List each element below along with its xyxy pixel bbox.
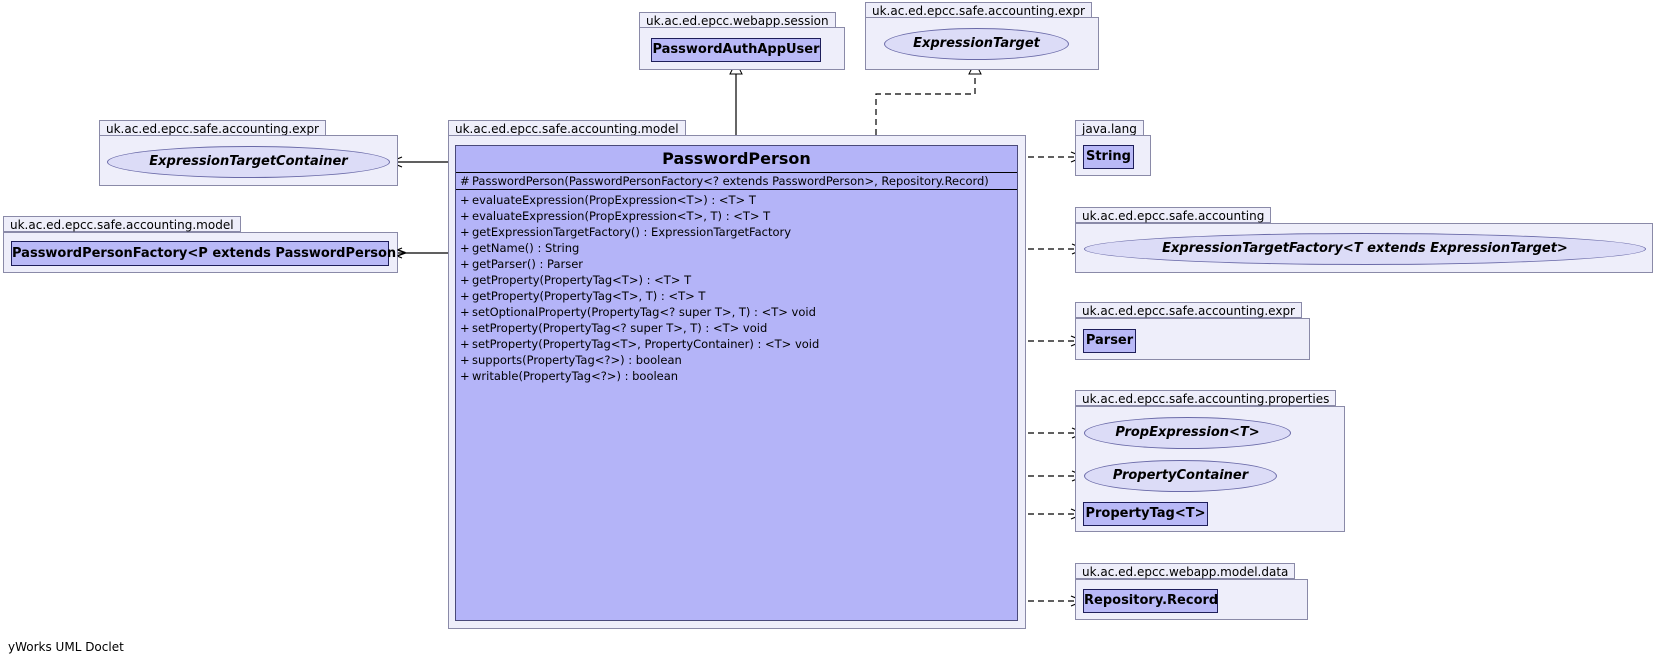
interface-expression-target-container[interactable]: ExpressionTargetContainer — [107, 146, 390, 178]
method-row: +writable(PropertyTag<?>) : boolean — [456, 368, 1017, 384]
class-parser[interactable]: Parser — [1083, 329, 1136, 353]
method-signature: evaluateExpression(PropExpression<T>, T)… — [472, 209, 771, 223]
class-string[interactable]: String — [1083, 145, 1134, 169]
visibility-marker: + — [460, 337, 470, 351]
class-repository-record[interactable]: Repository.Record — [1083, 589, 1218, 613]
method-row: +getProperty(PropertyTag<T>, T) : <T> T — [456, 288, 1017, 304]
visibility-marker: # — [460, 174, 470, 188]
class-property-tag[interactable]: PropertyTag<T> — [1083, 502, 1208, 526]
method-row: +getParser() : Parser — [456, 256, 1017, 272]
method-row: +evaluateExpression(PropExpression<T>) :… — [456, 192, 1017, 208]
visibility-marker: + — [460, 273, 470, 287]
package-tab-accounting: uk.ac.ed.epcc.safe.accounting — [1075, 207, 1272, 223]
interface-expression-target-factory[interactable]: ExpressionTargetFactory<T extends Expres… — [1084, 233, 1646, 265]
method-list: +evaluateExpression(PropExpression<T>) :… — [456, 190, 1017, 384]
method-signature: supports(PropertyTag<?>) : boolean — [472, 353, 682, 367]
class-password-person-factory[interactable]: PasswordPersonFactory<P extends Password… — [11, 241, 407, 266]
constructor-signature: PasswordPerson(PasswordPersonFactory<? e… — [472, 174, 989, 188]
visibility-marker: + — [460, 193, 470, 207]
method-row: +setProperty(PropertyTag<T>, PropertyCon… — [456, 336, 1017, 352]
method-row: +setOptionalProperty(PropertyTag<? super… — [456, 304, 1017, 320]
package-tab-expr-left: uk.ac.ed.epcc.safe.accounting.expr — [99, 120, 326, 136]
package-tab-expr-top: uk.ac.ed.epcc.safe.accounting.expr — [865, 2, 1092, 18]
constructor-row: #PasswordPerson(PasswordPersonFactory<? … — [456, 173, 1017, 190]
visibility-marker: + — [460, 225, 470, 239]
visibility-marker: + — [460, 353, 470, 367]
implements-edge — [875, 62, 975, 145]
method-signature: getProperty(PropertyTag<T>) : <T> T — [472, 273, 692, 287]
method-signature: evaluateExpression(PropExpression<T>) : … — [472, 193, 756, 207]
visibility-marker: + — [460, 305, 470, 319]
package-tab-model-main: uk.ac.ed.epcc.safe.accounting.model — [448, 120, 686, 136]
method-signature: setProperty(PropertyTag<? super T>, T) :… — [472, 321, 768, 335]
visibility-marker: + — [460, 257, 470, 271]
method-row: +getProperty(PropertyTag<T>) : <T> T — [456, 272, 1017, 288]
package-tab-properties: uk.ac.ed.epcc.safe.accounting.properties — [1075, 390, 1337, 406]
method-signature: getName() : String — [472, 241, 580, 255]
method-row: +supports(PropertyTag<?>) : boolean — [456, 352, 1017, 368]
package-tab-webapp-session: uk.ac.ed.epcc.webapp.session — [639, 12, 836, 28]
method-signature: setOptionalProperty(PropertyTag<? super … — [472, 305, 816, 319]
class-password-person[interactable]: PasswordPerson #PasswordPerson(PasswordP… — [455, 145, 1018, 621]
package-tab-model-left: uk.ac.ed.epcc.safe.accounting.model — [3, 216, 241, 232]
interface-prop-expression[interactable]: PropExpression<T> — [1084, 417, 1291, 449]
interface-expression-target[interactable]: ExpressionTarget — [884, 28, 1069, 60]
method-row: +evaluateExpression(PropExpression<T>, T… — [456, 208, 1017, 224]
interface-property-container[interactable]: PropertyContainer — [1084, 460, 1277, 492]
method-row: +setProperty(PropertyTag<? super T>, T) … — [456, 320, 1017, 336]
footer-credit: yWorks UML Doclet — [8, 640, 124, 654]
method-signature: setProperty(PropertyTag<T>, PropertyCont… — [472, 337, 820, 351]
visibility-marker: + — [460, 209, 470, 223]
method-signature: getProperty(PropertyTag<T>, T) : <T> T — [472, 289, 706, 303]
method-row: +getExpressionTargetFactory() : Expressi… — [456, 224, 1017, 240]
visibility-marker: + — [460, 369, 470, 383]
class-name: PasswordPerson — [456, 146, 1017, 173]
package-tab-expr-right: uk.ac.ed.epcc.safe.accounting.expr — [1075, 302, 1302, 318]
visibility-marker: + — [460, 241, 470, 255]
method-signature: writable(PropertyTag<?>) : boolean — [472, 369, 679, 383]
method-row: +getName() : String — [456, 240, 1017, 256]
method-signature: getParser() : Parser — [472, 257, 584, 271]
package-tab-model-data: uk.ac.ed.epcc.webapp.model.data — [1075, 563, 1296, 579]
method-signature: getExpressionTargetFactory() : Expressio… — [472, 225, 792, 239]
package-tab-java-lang: java.lang — [1075, 120, 1144, 136]
visibility-marker: + — [460, 289, 470, 303]
class-password-auth-app-user[interactable]: PasswordAuthAppUser — [651, 38, 821, 62]
visibility-marker: + — [460, 321, 470, 335]
